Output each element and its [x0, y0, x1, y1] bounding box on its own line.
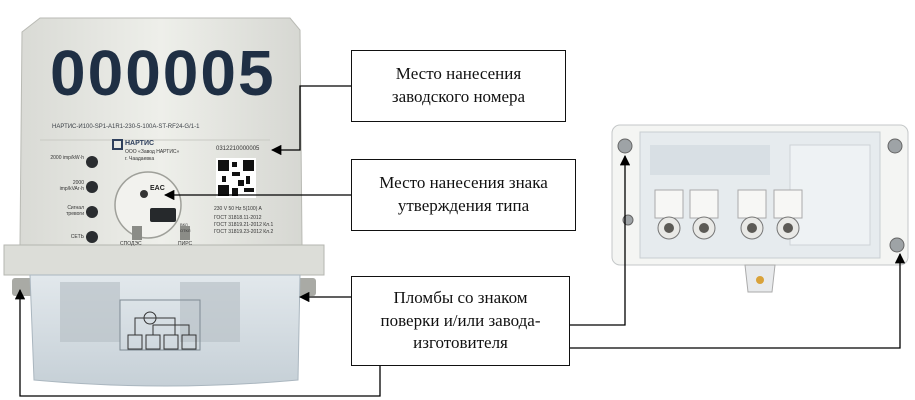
- spec-line: ГОСТ 31818.11-2012: [214, 215, 262, 221]
- callout-type-mark-place: Место нанесения знака утверждения типа: [351, 159, 576, 231]
- leader-lines: [14, 85, 906, 397]
- brand-name: НАРТИС: [125, 140, 155, 147]
- city: г. Чаадаевка: [125, 156, 155, 162]
- spec-line: 230 V 50 Hz 5(100) A: [214, 206, 262, 212]
- indicator-label: 2000 imp/kVAr·h: [59, 180, 84, 192]
- indicator-label: 2000 imp/kW·h: [50, 155, 84, 161]
- indicator-label: Сигнал тревоги: [66, 205, 84, 217]
- callout-line: Место нанесения знака: [379, 173, 548, 193]
- callout-line: Место нанесения: [395, 64, 522, 84]
- callout-line: заводского номера: [391, 87, 526, 106]
- callout-line: Пломбы со знаком: [393, 287, 528, 307]
- serial-small: 0312210000005: [216, 146, 260, 152]
- manufacturer: ООО «Завод НАРТИС»: [125, 149, 180, 155]
- terminal-block: [611, 124, 909, 293]
- callout-seals: Пломбы со знаком поверки и/или завода- и…: [351, 276, 570, 366]
- serial-number: 000005: [50, 37, 276, 109]
- callout-line: утверждения типа: [397, 196, 530, 215]
- callout-line: изготовителя: [413, 333, 508, 353]
- spec-line: ГОСТ 31819.23-2012 Кл.2: [214, 229, 274, 235]
- nartis-logo: [112, 139, 123, 150]
- indicator-label: СЕТЬ: [70, 234, 84, 240]
- model-string: НАРТИС-И100-SP1-A1R1-230-5-100A-ST-RF24-…: [52, 124, 200, 130]
- single-phase-meter: [3, 17, 325, 387]
- terminals: [654, 189, 803, 240]
- switch-label-on: ВКЛ: [180, 222, 188, 227]
- spec-line: ГОСТ 31819.21-2012 Кл.1: [214, 222, 274, 228]
- button-label-pirs: ПИРС: [178, 241, 193, 247]
- switch-label-off: ОТКЛ: [180, 228, 191, 233]
- indicator-leds: [86, 156, 98, 243]
- qr-code: [216, 158, 256, 198]
- eac-mark: EAC: [150, 185, 165, 192]
- button-label-spodes: СПОДЭС: [120, 241, 142, 247]
- callout-serial-place: Место нанесения заводского номера: [351, 50, 566, 122]
- callout-line: поверки и/или завода-: [380, 310, 541, 330]
